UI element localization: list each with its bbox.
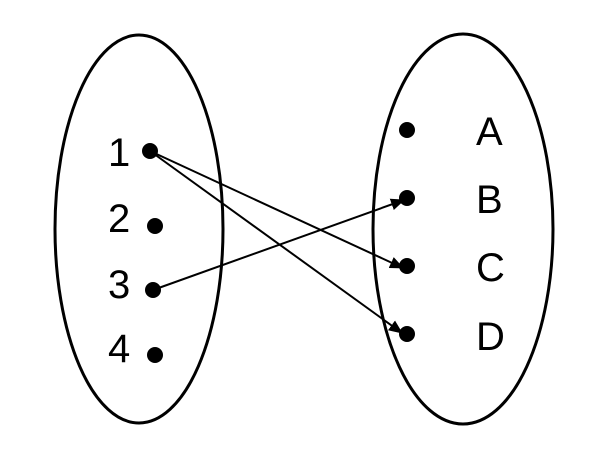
arrow-1-to-D [149, 150, 403, 334]
domain-set-ellipse [53, 33, 225, 425]
codomain-set-ellipse [371, 32, 555, 426]
arrow-3-to-B [152, 198, 405, 291]
codomain-point-A [399, 122, 415, 138]
domain-point-2 [147, 218, 163, 234]
arrow-1-to-C [149, 150, 404, 269]
codomain-label-D: D [476, 315, 505, 359]
domain-point-4 [147, 347, 163, 363]
domain-label-3: 3 [108, 263, 130, 307]
domain-label-4: 4 [108, 327, 130, 371]
codomain-point-B [399, 190, 415, 206]
codomain-point-C [399, 258, 415, 274]
codomain-label-A: A [476, 110, 503, 154]
codomain-label-C: C [476, 246, 505, 290]
codomain-label-B: B [476, 178, 503, 222]
codomain-point-D [399, 326, 415, 342]
domain-label-1: 1 [108, 131, 130, 175]
domain-label-2: 2 [108, 197, 130, 241]
